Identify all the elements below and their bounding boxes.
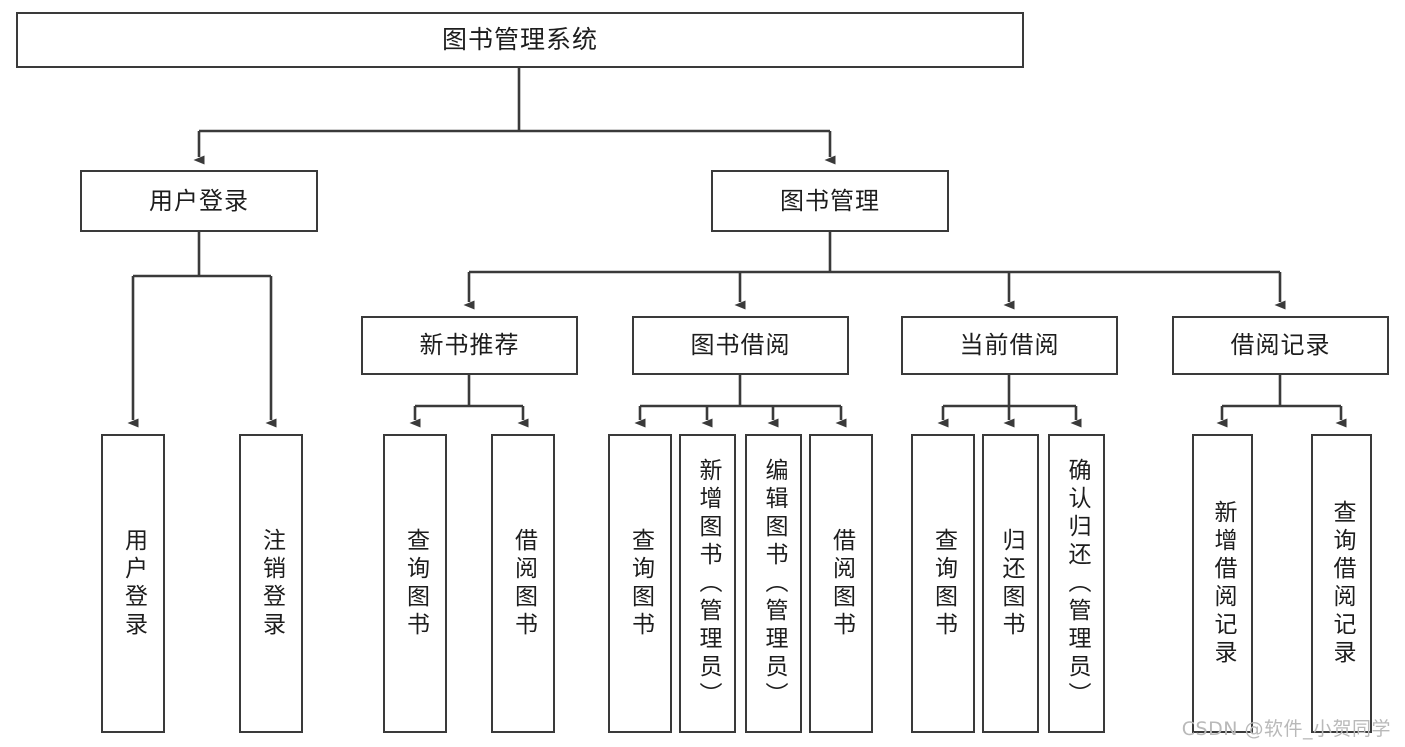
node-label: 新增借阅记录 bbox=[1210, 499, 1236, 668]
node-leaf-query-book-recommend[interactable]: 查询图书 bbox=[383, 434, 447, 733]
node-label: 查询图书 bbox=[402, 527, 429, 640]
node-user-login[interactable]: 用户登录 bbox=[80, 170, 318, 232]
node-label: 确认归还（管理员） bbox=[1064, 457, 1090, 710]
node-label: 图书借阅 bbox=[690, 331, 791, 360]
node-book-management[interactable]: 图书管理 bbox=[711, 170, 949, 232]
node-leaf-logout-login[interactable]: 注销登录 bbox=[239, 434, 303, 733]
node-leaf-return-book[interactable]: 归还图书 bbox=[982, 434, 1039, 733]
node-book-borrow[interactable]: 图书借阅 bbox=[632, 316, 849, 375]
node-label: 当前借阅 bbox=[959, 331, 1060, 360]
node-leaf-confirm-return-admin[interactable]: 确认归还（管理员） bbox=[1048, 434, 1105, 733]
node-leaf-user-login[interactable]: 用户登录 bbox=[101, 434, 165, 733]
node-leaf-borrow-book-recommend[interactable]: 借阅图书 bbox=[491, 434, 555, 733]
node-label: 用户登录 bbox=[120, 527, 147, 640]
node-label: 新书推荐 bbox=[419, 331, 520, 360]
node-label: 借阅图书 bbox=[510, 527, 537, 640]
node-leaf-query-book-current[interactable]: 查询图书 bbox=[911, 434, 975, 733]
node-label: 图书管理系统 bbox=[441, 25, 598, 55]
node-label: 用户登录 bbox=[149, 186, 249, 215]
node-label: 查询借阅记录 bbox=[1329, 499, 1355, 668]
node-new-book-recommend[interactable]: 新书推荐 bbox=[361, 316, 578, 375]
node-label: 注销登录 bbox=[258, 527, 285, 640]
node-label: 归还图书 bbox=[998, 527, 1024, 640]
node-label: 借阅图书 bbox=[828, 527, 855, 640]
node-borrow-record[interactable]: 借阅记录 bbox=[1172, 316, 1389, 375]
node-label: 查询图书 bbox=[930, 527, 957, 640]
node-leaf-borrow-book[interactable]: 借阅图书 bbox=[809, 434, 873, 733]
node-leaf-edit-book-admin[interactable]: 编辑图书（管理员） bbox=[745, 434, 802, 733]
node-label: 查询图书 bbox=[627, 527, 654, 640]
node-leaf-add-book-admin[interactable]: 新增图书（管理员） bbox=[679, 434, 736, 733]
node-leaf-add-borrow-record[interactable]: 新增借阅记录 bbox=[1192, 434, 1253, 733]
node-label: 借阅记录 bbox=[1230, 331, 1331, 360]
node-label: 编辑图书（管理员） bbox=[761, 457, 787, 710]
node-leaf-query-borrow-record[interactable]: 查询借阅记录 bbox=[1311, 434, 1372, 733]
node-current-borrow[interactable]: 当前借阅 bbox=[901, 316, 1118, 375]
node-label: 图书管理 bbox=[780, 186, 880, 215]
node-label: 新增图书（管理员） bbox=[695, 457, 721, 710]
node-root-book-management-system[interactable]: 图书管理系统 bbox=[16, 12, 1024, 68]
csdn-watermark: CSDN @软件_小贺同学 bbox=[1181, 718, 1391, 740]
node-leaf-query-book-borrow[interactable]: 查询图书 bbox=[608, 434, 672, 733]
